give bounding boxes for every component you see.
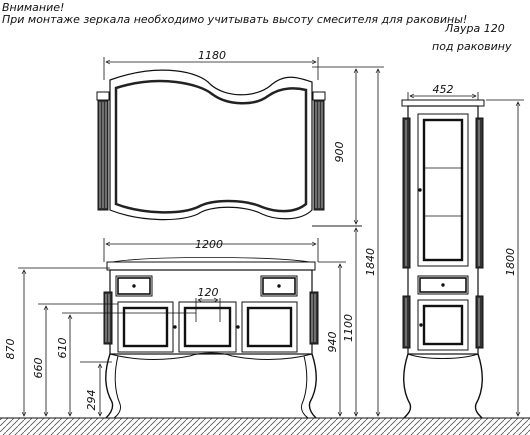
label-mixer-spacing: 120 <box>198 286 219 299</box>
label-height-610: 610 <box>56 338 69 359</box>
label-height-294: 294 <box>85 390 98 411</box>
dim-mixer-spacing <box>195 298 221 322</box>
warning-title: Внимание! <box>2 1 65 14</box>
label-height-1100: 1100 <box>342 314 355 342</box>
label-mirror-width: 1180 <box>198 49 226 62</box>
label-mirror-height: 900 <box>333 142 346 163</box>
label-height-660: 660 <box>32 358 45 379</box>
label-height-870: 870 <box>4 339 17 360</box>
dim-height-940 <box>318 261 346 416</box>
vanity <box>103 257 319 419</box>
dim-total-height-1840 <box>362 66 384 416</box>
model-name: Лаура 120 <box>445 22 505 35</box>
dim-height-870 <box>18 267 110 416</box>
label-cabinet-width: 452 <box>433 83 454 96</box>
model-subtitle: под раковину <box>432 40 512 53</box>
label-vanity-width: 1200 <box>195 238 223 251</box>
label-total-height-1840: 1840 <box>364 248 377 276</box>
tall-cabinet <box>401 99 485 419</box>
dim-height-660 <box>38 303 118 416</box>
dim-cabinet-height <box>486 99 524 416</box>
dim-vanity-width <box>103 238 319 262</box>
dim-height-610 <box>62 312 196 416</box>
dim-height-1100 <box>312 225 362 416</box>
floor <box>0 417 530 435</box>
label-cabinet-height: 1800 <box>504 248 517 276</box>
dim-height-294 <box>80 361 112 416</box>
dim-cabinet-width <box>407 92 479 100</box>
label-height-940: 940 <box>326 332 339 353</box>
warning-text: При монтаже зеркала необходимо учитывать… <box>2 13 468 26</box>
mirror <box>96 69 326 221</box>
dim-mirror-width <box>103 57 319 80</box>
